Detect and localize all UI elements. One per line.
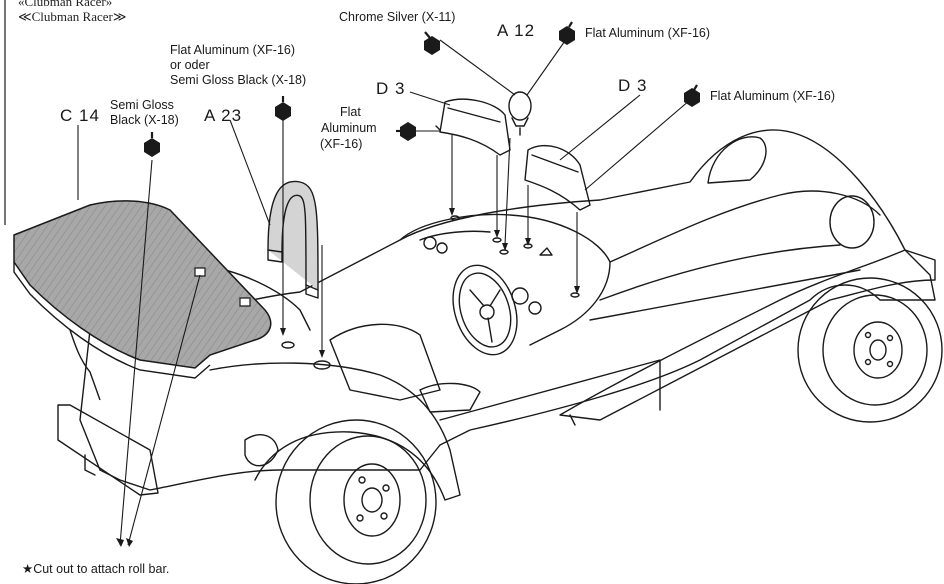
rear-bumper [57, 404, 159, 496]
steering-wheel [452, 264, 518, 356]
label-semi-gloss-c14-2: Black (X-18) [110, 113, 179, 127]
front-fender [559, 249, 936, 421]
leader-a23 [229, 119, 271, 226]
label-flat-aluminum-mid-3: (XF-16) [320, 137, 363, 151]
label-flat-aluminum-a12: Flat Aluminum (XF-16) [585, 26, 711, 40]
label-flat-aluminum-mid-2: Aluminum [321, 121, 377, 135]
label-chrome-silver: Chrome Silver (X-11) [339, 10, 456, 24]
note-cut-out: ★Cut out to attach roll bar. [22, 562, 170, 576]
rear-wheel [275, 419, 437, 584]
label-semi-gloss-alt: Semi Gloss Black (X-18) [170, 73, 307, 87]
part-c14: C 14 [60, 106, 100, 125]
front-wheel [797, 277, 943, 423]
part-a12: A 12 [497, 21, 536, 40]
label-flat-aluminum-mid-1: Flat [340, 105, 361, 119]
leader-flat-right [584, 99, 691, 191]
label-flat-aluminum-top: Flat Aluminum (XF-16) [170, 43, 296, 57]
label-or-oder: or oder [170, 58, 210, 72]
part-d3-right: D 3 [618, 76, 648, 95]
section-title-alt: ≪Clubman Racer≫ [18, 9, 127, 24]
leader-chrome [439, 39, 516, 96]
roll-bar-a23 [267, 180, 319, 291]
leader-flat-a12 [526, 37, 568, 96]
leader-d3-right [559, 94, 641, 161]
leader-semi-gloss [119, 159, 153, 546]
part-d3-left: D 3 [376, 79, 406, 98]
part-a23: A 23 [204, 106, 243, 125]
windscreen-d3-right [524, 144, 591, 211]
leader-d3-left [409, 91, 451, 106]
tonneau-cover-c14 [13, 200, 272, 369]
bonnet [609, 190, 881, 263]
dashboard [399, 213, 611, 346]
rear-fender [209, 362, 461, 501]
section-title: «Clubman Racer» [18, 0, 113, 9]
seat [329, 323, 441, 401]
paint-drop-icon [144, 26, 700, 157]
label-semi-gloss-c14-1: Semi Gloss [110, 98, 174, 112]
windscreen-d3-left [439, 98, 511, 156]
label-flat-aluminum-right: Flat Aluminum (XF-16) [710, 89, 836, 103]
car-body [79, 129, 936, 491]
headlamp-a12 [508, 91, 532, 121]
nose-cone [829, 195, 875, 249]
leader-cut-out [127, 274, 201, 546]
